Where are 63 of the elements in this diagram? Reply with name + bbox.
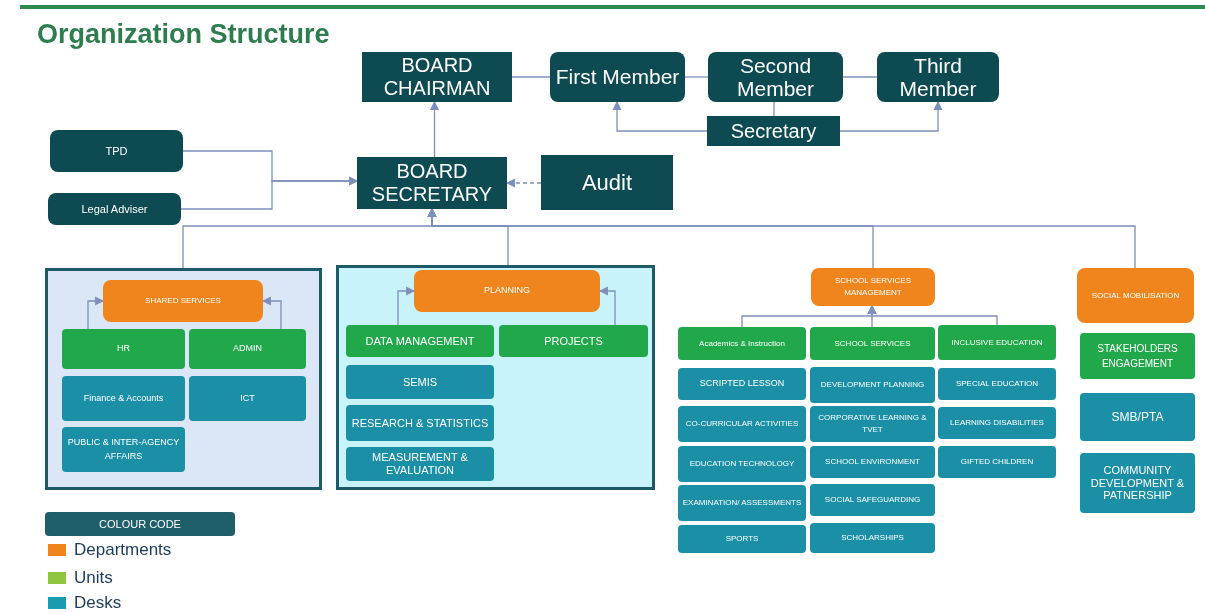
department-box: SCHOOL SERVICES MANAGEMENT [811,268,935,306]
connector-line [511,76,551,78]
title-box: First Member [550,52,685,102]
desk-box: SCRIPTED LESSON [678,368,806,400]
desk-box: SOCIAL SAFEGUARDING [810,484,935,516]
arrow [261,296,282,330]
title-box: Third Member [877,52,999,102]
desk-box: PUBLIC & INTER-AGENCY AFFAIRS [62,427,185,472]
unit-box: PROJECTS [499,325,648,357]
group-panel [45,268,322,490]
desk-box: GIFTED CHILDREN [938,446,1056,478]
arrow [180,176,359,210]
group-panel [336,265,655,490]
unit-box: ADMIN [189,329,306,369]
desk-box: MEASUREMENT & EVALUATION [346,447,494,481]
arrow [612,100,708,132]
title-box: TPD [50,130,183,172]
unit-box: STAKEHOLDERS ENGAGEMENT [1080,333,1195,379]
title-box: Audit [541,155,673,210]
unit-box: SCHOOL SERVICES [810,327,935,360]
desk-box: CO-CURRICULAR ACTIVITIES [678,406,806,442]
connector-line [684,76,709,78]
legend-text: Departments [74,539,172,561]
desk-box: EDUCATION TECHNOLOGY [678,446,806,482]
desk-box: SCHOLARSHIPS [810,523,935,553]
connector-line [773,101,775,117]
desk-box: SMB/PTA [1080,393,1195,441]
desk-box: RESEARCH & STATISTICS [346,405,494,441]
unit-box: Academics & Instruction [678,327,806,360]
arrow [867,304,998,326]
desk-box: COMMUNITY DEVELOPMENT & PATNERSHIP [1080,453,1195,513]
desk-box: SPECIAL EDUCATION [938,368,1056,400]
department-box: PLANNING [414,270,600,312]
title: Organization Structure [37,18,330,51]
desk-box: DEVELOPMENT PLANNING [810,367,935,403]
arrow [427,207,1136,269]
desk-box: ICT [189,376,306,421]
title-box: BOARD SECRETARY [357,157,507,209]
legend-text: Units [74,567,113,589]
title-box: Legal Adviser [48,193,181,225]
title-box: BOARD CHAIRMAN [362,52,512,102]
desk-box: EXAMINATION/ ASSESSMENTS [678,485,806,521]
desk-box: SEMIS [346,365,494,399]
department-box: SHARED SERVICES [103,280,263,322]
arrow [429,100,440,158]
connector-line [842,76,878,78]
department-box: SOCIAL MOBILISATION [1077,268,1194,323]
title-box: Secretary [707,116,840,146]
desk-box: SCHOOL ENVIRONMENT [810,446,935,478]
unit-box: HR [62,329,185,369]
desk-box: SPORTS [678,525,806,553]
legend-text: Desks [74,592,122,612]
arrow [87,296,105,330]
arrow [598,286,616,326]
desk-box: CORPORATIVE LEARNING & TVET [810,406,935,442]
arrow [397,286,416,326]
unit-box: INCLUSIVE EDUCATION [938,325,1056,360]
desk-box: LEARNING DISABILITIES [938,407,1056,439]
legend-header: COLOUR CODE [45,512,235,536]
unit-box: DATA MANAGEMENT [346,325,494,357]
title-box: Second Member [708,52,843,102]
arrow [839,100,943,132]
desk-box: Finance & Accounts [62,376,185,421]
